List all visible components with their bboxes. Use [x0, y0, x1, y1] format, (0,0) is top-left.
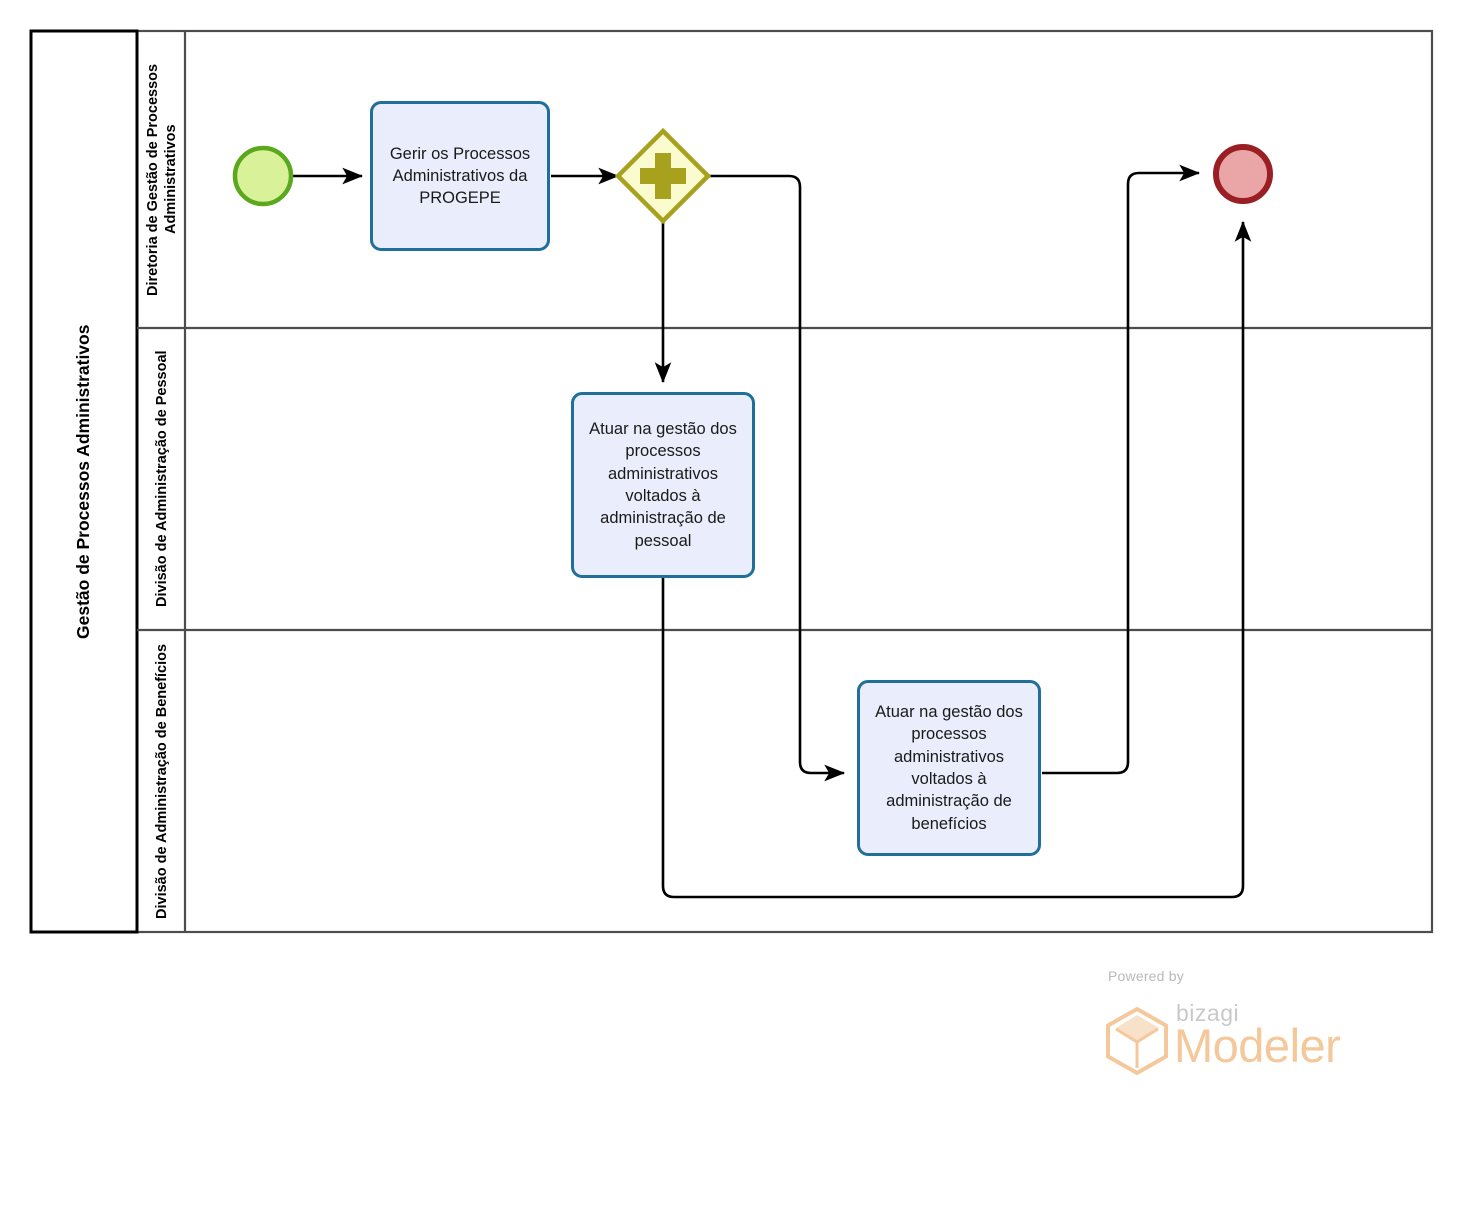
lane-label-diretoria: Diretoria de Gestão de Processos Adminis…	[144, 63, 179, 296]
task-gerir-processos[interactable]: Gerir os Processos Administrativos da PR…	[370, 101, 550, 251]
powered-by-label: Powered by	[1108, 968, 1184, 984]
flow-gateway-to-beneficios	[708, 174, 846, 782]
task-atuar-pessoal[interactable]: Atuar na gestão dos processos administra…	[571, 392, 755, 578]
start-event[interactable]	[232, 145, 294, 207]
lane-label-beneficios: Divisão de Administração de Benefícios	[153, 643, 170, 919]
pool-title: Gestão de Processos Administrativos	[73, 324, 94, 639]
flow-beneficios-to-end	[1042, 164, 1201, 775]
pool-title-column	[29, 29, 139, 934]
end-event[interactable]	[1213, 144, 1273, 204]
modeler-wordmark: Modeler	[1174, 1019, 1341, 1072]
task-atuar-beneficios[interactable]: Atuar na gestão dos processos administra…	[857, 680, 1041, 856]
bizagi-branding: Powered by bizagi Modeler	[1104, 968, 1384, 1078]
sequence-flows	[291, 164, 1252, 899]
bizagi-hexagon-logo	[1106, 1006, 1168, 1076]
bizagi-wordmark: bizagi	[1176, 1000, 1240, 1026]
flow-pessoal-to-end	[661, 220, 1252, 899]
lane-label-pessoal: Divisão de Administração de Pessoal	[153, 350, 170, 608]
plus-icon	[640, 153, 686, 199]
parallel-gateway[interactable]	[614, 127, 712, 225]
